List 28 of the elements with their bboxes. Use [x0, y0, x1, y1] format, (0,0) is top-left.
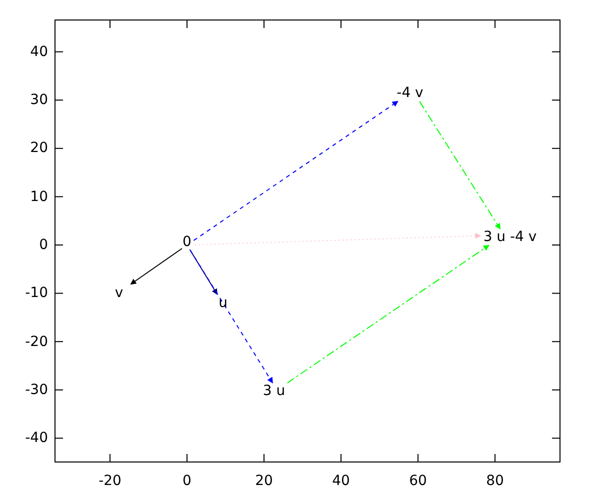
axis-tick-label: 60	[408, 474, 428, 488]
vector-arrow	[130, 248, 182, 285]
dashed-vector-line	[286, 244, 490, 384]
point-label: 3 u -4 v	[483, 230, 537, 244]
axis-tick-label: -10	[24, 286, 48, 300]
point-label: u	[218, 296, 228, 310]
point-label: v	[114, 286, 124, 300]
axis-tick-label: -20	[98, 474, 122, 488]
axis-tick-label: -40	[24, 431, 48, 446]
axis-tick-label: 20	[254, 474, 274, 488]
axis-tick-label: 20	[29, 141, 48, 156]
axis-tick-label: 0	[182, 474, 192, 488]
axis-tick-label: -30	[24, 382, 48, 397]
axis-tick-label: 40	[331, 474, 351, 488]
point-label: -4 v	[396, 86, 424, 100]
axis-tick-label: 10	[29, 190, 48, 204]
point-label: 0	[182, 235, 192, 249]
axis-tick-label: 30	[29, 93, 48, 108]
axis-tick-label: 40	[29, 44, 48, 59]
vector-arrow	[189, 249, 218, 295]
dashed-vector-line	[193, 100, 398, 241]
dashed-vector-line	[194, 232, 482, 246]
axis-tick-label: 80	[485, 474, 505, 488]
axis-tick-label: 0	[38, 238, 48, 252]
dashed-vector-line	[419, 100, 501, 230]
point-label: 3 u	[262, 384, 286, 398]
axis-tick-label: -20	[24, 334, 48, 349]
dashed-vector-line	[190, 250, 273, 384]
